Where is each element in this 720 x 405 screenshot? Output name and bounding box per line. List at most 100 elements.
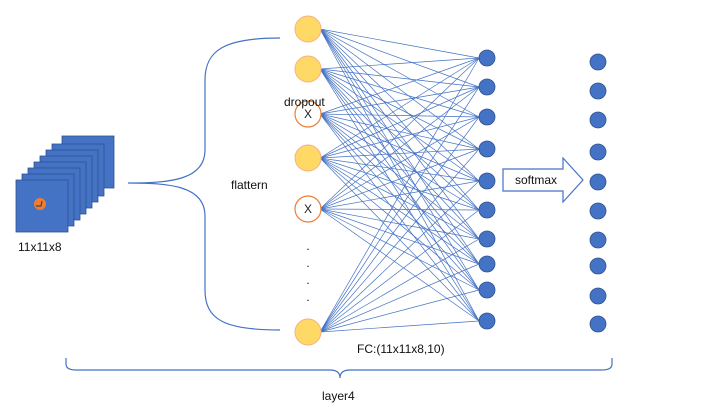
- marker-glyph: [36, 200, 43, 207]
- fc-connection-line: [319, 57, 480, 115]
- fc-connection-line: [319, 157, 480, 240]
- fc-connection-line: [319, 116, 480, 159]
- ellipsis-dot: .: [306, 290, 309, 304]
- fc-node: [478, 255, 496, 273]
- receptive-field-marker: [34, 198, 46, 210]
- fc-connection-line: [319, 68, 480, 291]
- fc-connections: [319, 28, 480, 333]
- softmax-nodes: [589, 53, 607, 333]
- fc-connection-line: [319, 68, 480, 211]
- fc-connection-line: [319, 238, 480, 333]
- fc-connection-line: [319, 57, 480, 70]
- fc-node: [478, 108, 496, 126]
- fc-connection-line: [319, 113, 480, 182]
- flattened-nodes: XX: [294, 15, 322, 346]
- fc-connection-line: [319, 113, 480, 240]
- fc-connection-line: [319, 148, 480, 333]
- fc-connection-line: [319, 208, 480, 291]
- feature-map-stack: [15, 135, 115, 233]
- dropped-node-mark: X: [304, 107, 312, 121]
- fc-node: [478, 201, 496, 219]
- fc-connection-line: [319, 113, 480, 211]
- fc-connection-line: [319, 113, 480, 322]
- layer-brace: [65, 358, 613, 379]
- fc-connection-line: [319, 86, 480, 115]
- fc-connection-line: [319, 86, 480, 159]
- fc-connection-line: [319, 68, 480, 240]
- fc-nodes: [478, 49, 496, 330]
- fc-connection-line: [319, 57, 480, 159]
- fc-connection-line: [319, 68, 480, 182]
- fc-connection-line: [319, 68, 480, 88]
- ellipsis-dot: .: [306, 256, 309, 270]
- fc-connection-line: [319, 28, 480, 88]
- softmax-node: [589, 111, 607, 129]
- fc-connection-line: [319, 28, 480, 291]
- fc-connection-line: [319, 86, 480, 333]
- fc-connection-line: [319, 157, 480, 211]
- fc-connection-line: [319, 28, 480, 118]
- fc-node: [478, 172, 496, 190]
- fc-connection-line: [319, 113, 480, 118]
- fc-connection-line: [319, 320, 480, 333]
- ellipsis-dot: .: [306, 239, 309, 253]
- fc-connection-line: [319, 57, 480, 333]
- fc-node: [478, 140, 496, 158]
- flattened-node: [294, 55, 322, 83]
- flattened-node: [294, 144, 322, 172]
- softmax-node: [589, 287, 607, 305]
- dropped-node: [294, 100, 322, 128]
- ellipsis-dot: .: [306, 273, 309, 287]
- softmax-node: [589, 53, 607, 71]
- softmax-node: [589, 82, 607, 100]
- fc-node: [478, 312, 496, 330]
- flatten-label: flattern: [231, 178, 268, 192]
- fc-connection-line: [319, 68, 480, 265]
- fc-connection-line: [319, 263, 480, 333]
- fc-node: [478, 49, 496, 67]
- softmax-node: [589, 173, 607, 191]
- fc-connection-line: [319, 28, 480, 150]
- ellipsis-dots: ....: [306, 239, 309, 304]
- fc-connection-line: [319, 57, 480, 210]
- fc-connection-line: [319, 116, 480, 210]
- layer-label: layer4: [322, 389, 355, 403]
- fc-connection-line: [319, 148, 480, 159]
- feature-map-layer: [15, 179, 69, 233]
- dropped-node-mark: X: [304, 202, 312, 216]
- feature-map-label: 11x11x8: [18, 240, 62, 254]
- fc-connection-line: [319, 148, 480, 210]
- dropout-label: dropout: [284, 95, 325, 109]
- softmax-node: [589, 143, 607, 161]
- softmax-node: [589, 202, 607, 220]
- fc-node: [478, 230, 496, 248]
- softmax-label: softmax: [515, 173, 557, 187]
- fc-connection-line: [319, 157, 480, 322]
- softmax-node: [589, 315, 607, 333]
- fc-label: FC:(11x11x8,10): [357, 342, 445, 356]
- fc-connection-line: [319, 113, 480, 291]
- softmax-node: [589, 231, 607, 249]
- fc-connection-line: [319, 113, 480, 265]
- softmax-node: [589, 257, 607, 275]
- fc-node: [478, 78, 496, 96]
- fc-connection-line: [319, 28, 480, 182]
- flattened-node: [294, 15, 322, 43]
- fc-connection-line: [319, 68, 480, 118]
- fc-connection-line: [319, 28, 480, 322]
- fc-connection-line: [319, 289, 480, 333]
- fc-connection-line: [319, 28, 480, 240]
- fc-connection-line: [319, 180, 480, 333]
- fc-connection-line: [319, 113, 480, 150]
- fc-connection-line: [319, 28, 480, 265]
- fc-node: [478, 281, 496, 299]
- softmax-arrow: [502, 156, 584, 204]
- fc-connection-line: [319, 208, 480, 322]
- fc-connection-line: [319, 209, 480, 333]
- flatten-brace: [127, 37, 281, 331]
- fc-connection-line: [319, 68, 480, 150]
- fc-connection-line: [319, 116, 480, 333]
- dropped-node: [294, 195, 322, 223]
- flattened-node: [294, 318, 322, 346]
